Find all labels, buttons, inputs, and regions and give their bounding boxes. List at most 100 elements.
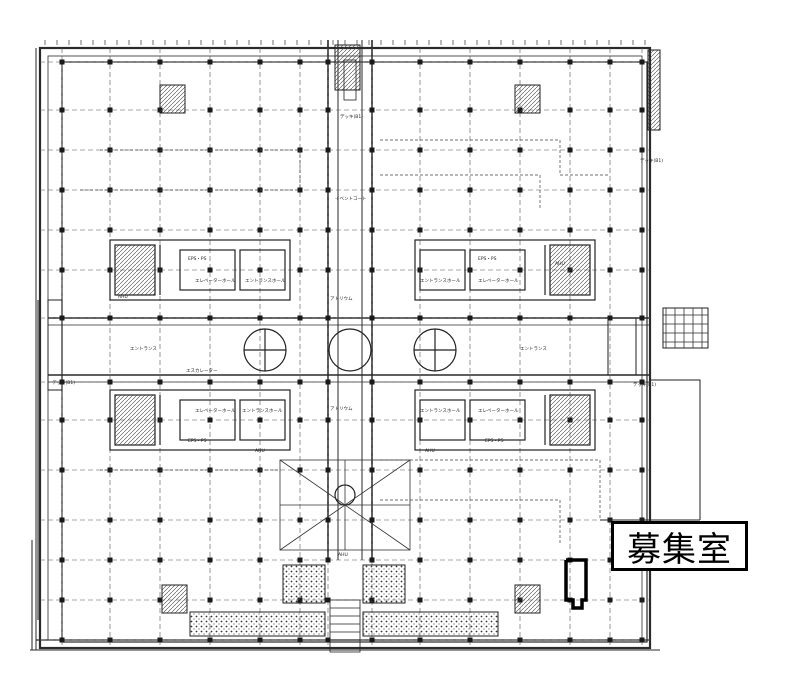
column — [59, 147, 65, 153]
room-label: AHU — [338, 552, 348, 558]
column — [257, 637, 263, 643]
atrium-south — [279, 459, 411, 551]
column — [297, 557, 303, 563]
column — [369, 557, 375, 563]
column — [567, 187, 573, 193]
column — [639, 417, 645, 423]
column — [369, 267, 375, 273]
column — [257, 597, 263, 603]
column — [207, 417, 213, 423]
room-label: エントランスホール — [420, 278, 461, 284]
column — [417, 637, 423, 643]
column — [297, 187, 303, 193]
column — [207, 517, 213, 523]
column — [369, 467, 375, 473]
column — [369, 379, 375, 385]
room-label: エントランス — [130, 346, 157, 352]
column — [369, 107, 375, 113]
room-label: デッキ(B1) — [633, 381, 656, 388]
column — [107, 315, 113, 321]
column — [207, 315, 213, 321]
column — [59, 417, 65, 423]
room-label: アトリウム — [330, 405, 353, 412]
room-label: イベントコート — [335, 196, 367, 202]
column — [567, 467, 573, 473]
column — [207, 107, 213, 113]
column — [417, 315, 423, 321]
east-annex — [600, 307, 709, 521]
room-label: エレベーターホール — [478, 277, 519, 284]
room-label: EPS・PS — [188, 256, 207, 262]
column — [107, 107, 113, 113]
column — [607, 147, 613, 153]
recruiting-room-callout: 募集室 — [611, 521, 748, 571]
column — [325, 227, 331, 233]
room-label: EPS・PS — [478, 256, 497, 262]
column — [325, 517, 331, 523]
column — [517, 147, 523, 153]
column — [607, 597, 613, 603]
column — [467, 637, 473, 643]
column — [417, 379, 423, 385]
room-label: エントランスホール — [245, 278, 286, 284]
column — [325, 59, 331, 65]
room-label: エレベーターホール — [195, 407, 236, 414]
column — [107, 379, 113, 385]
column — [107, 59, 113, 65]
column — [417, 107, 423, 113]
column — [107, 597, 113, 603]
column — [297, 267, 303, 273]
column — [297, 637, 303, 643]
column — [257, 379, 263, 385]
column — [639, 147, 645, 153]
column — [517, 59, 523, 65]
column — [417, 147, 423, 153]
column — [369, 227, 375, 233]
column — [639, 637, 645, 643]
core-nw — [109, 239, 291, 301]
rotundas — [243, 328, 457, 506]
column — [257, 315, 263, 321]
room-label: エスカレーター — [186, 367, 218, 374]
column — [325, 557, 331, 563]
column — [59, 517, 65, 523]
column — [157, 597, 163, 603]
column — [567, 315, 573, 321]
column — [417, 59, 423, 65]
column — [107, 227, 113, 233]
room-label: エントランス — [520, 346, 547, 352]
column — [467, 227, 473, 233]
room-label: アトリウム — [330, 295, 353, 302]
column — [325, 597, 331, 603]
column — [567, 379, 573, 385]
column — [207, 597, 213, 603]
column — [517, 417, 523, 423]
column — [517, 379, 523, 385]
column — [517, 227, 523, 233]
column — [607, 107, 613, 113]
column — [157, 315, 163, 321]
column — [257, 267, 263, 273]
column — [417, 517, 423, 523]
column — [639, 107, 645, 113]
core-ne — [414, 239, 596, 301]
column — [517, 315, 523, 321]
column — [639, 227, 645, 233]
column — [157, 637, 163, 643]
column — [325, 267, 331, 273]
room-label: エレベーターホール — [478, 407, 519, 414]
column — [257, 59, 263, 65]
room-label: AHU — [255, 448, 265, 454]
column — [467, 597, 473, 603]
core-sw — [109, 389, 291, 451]
column — [467, 187, 473, 193]
column — [639, 59, 645, 65]
column — [607, 637, 613, 643]
column — [417, 557, 423, 563]
room-label: デッキ(B1) — [640, 157, 663, 164]
column — [639, 467, 645, 473]
column — [325, 467, 331, 473]
room-label: EPS・PS — [188, 438, 207, 444]
column — [567, 107, 573, 113]
column — [639, 315, 645, 321]
